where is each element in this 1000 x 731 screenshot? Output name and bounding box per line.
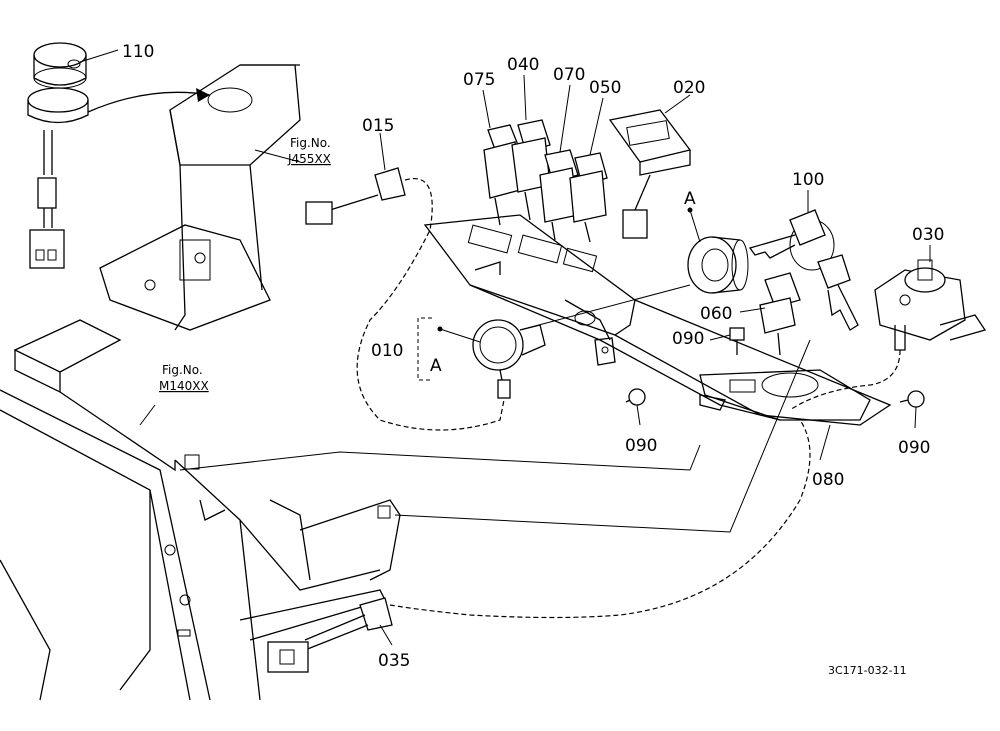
part-020-pilot-lamp — [608, 109, 692, 239]
leader-grommet — [519, 284, 691, 331]
callout-080: 080 — [812, 470, 844, 490]
callout-030: 030 — [912, 225, 944, 245]
marker-label-a-top: A — [684, 189, 696, 209]
drawing-number: 3C171-032-11 — [828, 664, 907, 677]
callout-075: 075 — [463, 70, 495, 90]
callout-015: 015 — [362, 116, 394, 136]
part-060-connector — [759, 272, 801, 356]
callout-050: 050 — [589, 78, 621, 98]
callout-035: 035 — [378, 651, 410, 671]
callout-020: 020 — [673, 78, 705, 98]
fig-ref-j455xx: Fig.No. J455XX — [287, 136, 331, 166]
part-075-switch — [483, 124, 521, 226]
part-050-switch — [569, 152, 608, 243]
bolt-090-c — [899, 390, 925, 408]
part-080-switch-panel — [423, 214, 892, 426]
callout-090-c: 090 — [898, 438, 930, 458]
grommet-a — [687, 236, 749, 294]
callout-060: 060 — [700, 304, 732, 324]
fig-ref-code: J455XX — [287, 152, 331, 166]
install-arrow — [87, 91, 211, 113]
part-035-clamp — [267, 597, 393, 673]
harness-wire-015 — [356, 178, 506, 431]
fig-ref-title: Fig.No. — [162, 363, 203, 377]
marker-label-a-group: A — [430, 356, 442, 376]
part-110-hour-meter — [27, 42, 89, 269]
bolt-090-b — [625, 388, 646, 406]
fig-ref-code: M140XX — [159, 379, 209, 393]
callout-070: 070 — [553, 65, 585, 85]
callout-090-b: 090 — [625, 436, 657, 456]
wire-030 — [789, 349, 901, 411]
lead-frame-top — [179, 444, 701, 471]
callout-090-a: 090 — [672, 329, 704, 349]
callout-010: 010 — [371, 341, 403, 361]
part-015-clamp — [305, 167, 406, 225]
harness-wire-035 — [389, 419, 811, 619]
part-010-switch — [472, 319, 546, 399]
lead-frame-mid — [394, 339, 811, 533]
fig-ref-title: Fig.No. — [290, 136, 331, 150]
callout-labels: 110 015 075 040 070 050 020 100 030 060 … — [122, 42, 944, 671]
frame-m140xx — [0, 319, 401, 701]
bolt-090-a — [729, 327, 745, 355]
callout-100: 100 — [792, 170, 824, 190]
callout-040: 040 — [507, 55, 539, 75]
fig-ref-m140xx: Fig.No. M140XX — [159, 363, 209, 393]
part-030-key-switch — [874, 259, 987, 351]
panel-bracket-j455xx — [99, 64, 301, 331]
part-100-keys — [748, 209, 859, 331]
callout-leaders — [79, 49, 931, 646]
group-bracket — [417, 317, 432, 381]
part-070-switch — [539, 149, 579, 241]
callout-110: 110 — [122, 42, 154, 62]
